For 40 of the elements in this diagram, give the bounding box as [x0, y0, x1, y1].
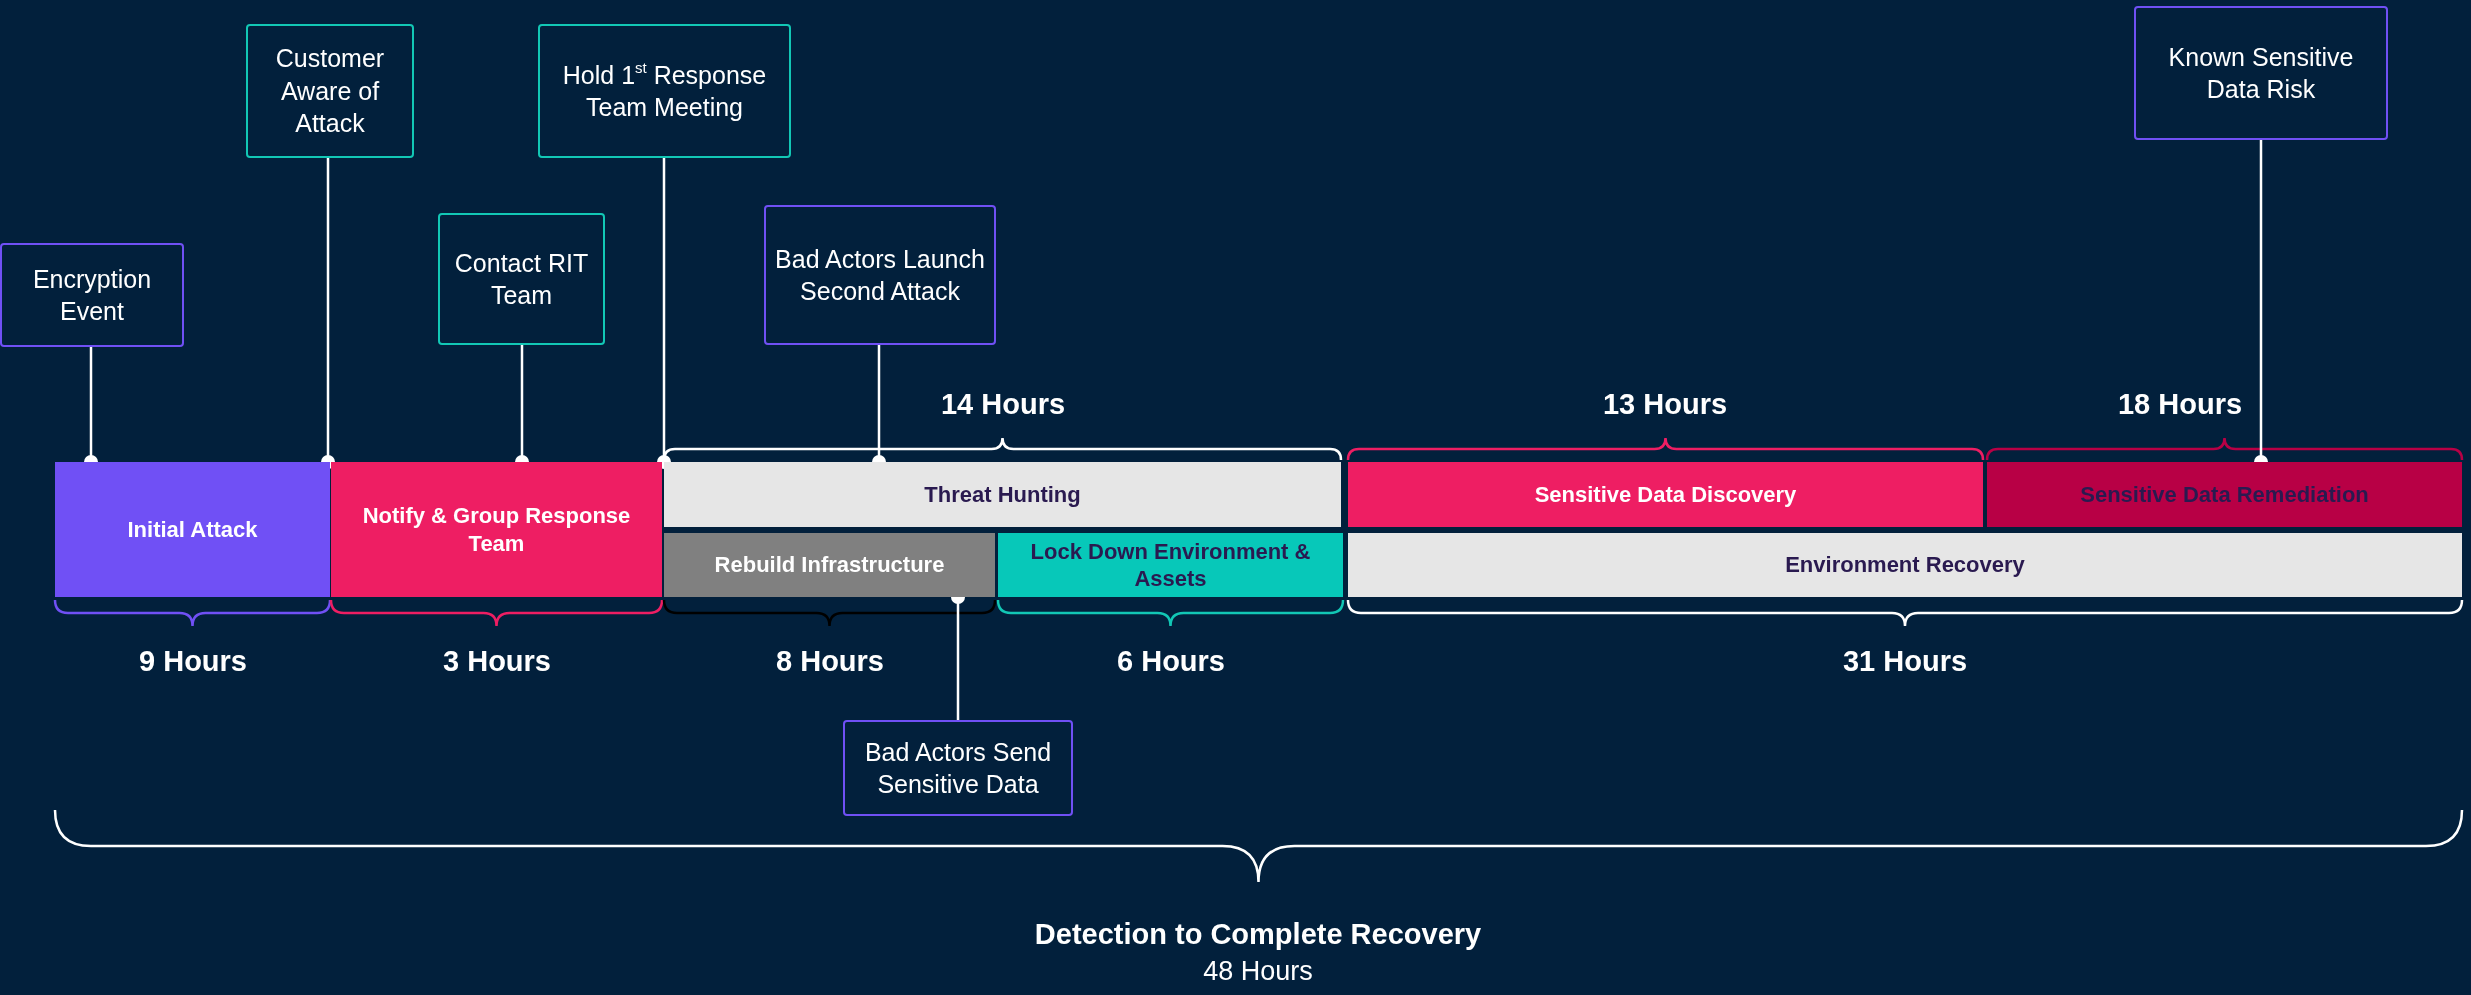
event-text: Bad Actors Send Sensitive Data [863, 736, 1053, 800]
phase-label: Rebuild Infrastructure [714, 551, 945, 579]
duration-label: 6 Hours [1117, 645, 1225, 678]
phase-bar [1348, 462, 1983, 527]
phase-bar [55, 462, 330, 597]
phase-label: Lock Down Environment & Assets [1029, 537, 1312, 593]
callout-box [764, 205, 996, 345]
duration-label: 31 Hours [1842, 645, 1968, 678]
phase-label: Sensitive Data Discovery [1534, 480, 1797, 509]
phase-label: Threat Hunting [924, 480, 1081, 509]
callout-box [538, 24, 791, 158]
duration-label: 13 Hours [1602, 388, 1728, 421]
phase-label: Sensitive Data Remediation [2080, 480, 2369, 509]
event-text: Customer Aware of Attack [274, 43, 386, 140]
phase-label: Notify & Group Response Team [361, 502, 632, 557]
summary-title: Detection to Complete Recovery [1034, 918, 1482, 951]
phase-bar [664, 462, 1341, 527]
duration-label: 18 Hours [2117, 388, 2243, 421]
event-text: Bad Actors Launch Second Attack [774, 243, 986, 307]
duration-label: 3 Hours [443, 645, 551, 678]
event-text: Known Sensitive Data Risk [2167, 41, 2355, 105]
duration-label: 14 Hours [940, 388, 1066, 421]
event-text: Encryption Event [31, 263, 153, 327]
phase-label: Environment Recovery [1785, 551, 2025, 579]
phase-bar [1987, 462, 2462, 527]
event-text: Hold 1$^{st}$ Response Team Meeting [561, 58, 768, 123]
callout-box [0, 243, 184, 347]
phase-bar [664, 533, 995, 597]
callout-box [438, 213, 605, 345]
callout-box [2134, 6, 2388, 140]
total-duration: 48 Hours [1203, 956, 1313, 987]
phase-bar [331, 462, 662, 597]
event-text: Contact RIT Team [453, 247, 590, 311]
phase-bar [1348, 533, 2462, 597]
phase-bar [998, 533, 1343, 597]
duration-label: 8 Hours [776, 645, 884, 678]
callout-box [246, 24, 414, 158]
phase-label: Initial Attack [127, 515, 258, 544]
callout-box [843, 720, 1073, 816]
duration-label: 9 Hours [139, 645, 247, 678]
